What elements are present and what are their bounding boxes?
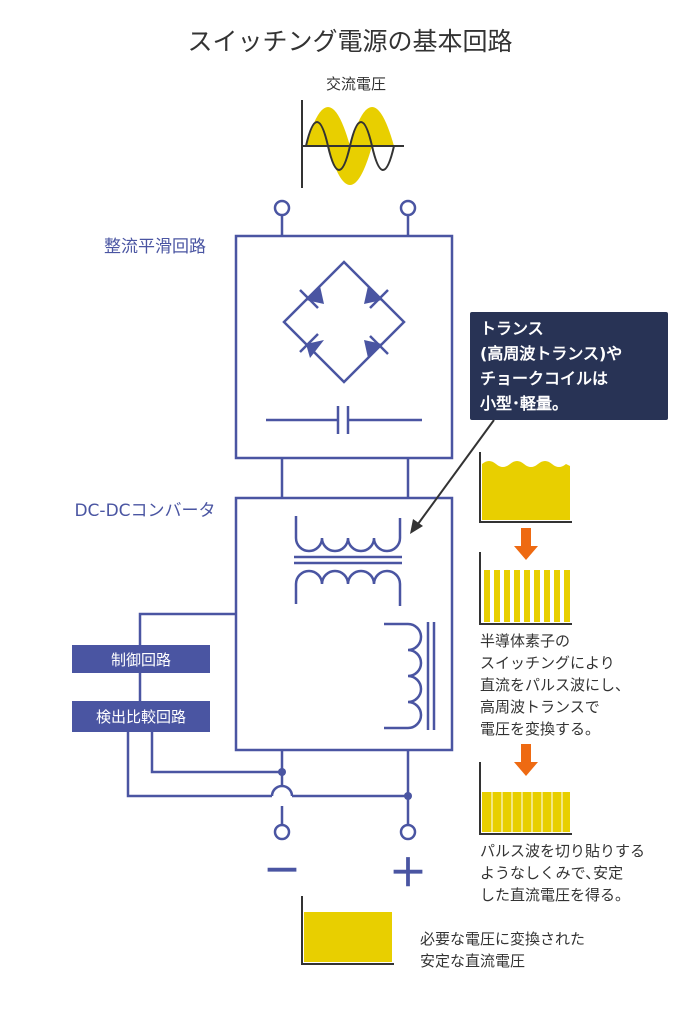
pulse-bar <box>494 570 500 622</box>
smoothing-capacitor <box>266 406 422 434</box>
note3-line-2: 安定な直流電圧 <box>420 952 525 970</box>
junction-minus <box>278 768 286 776</box>
junction-plus <box>404 792 412 800</box>
output-terminal-plus <box>399 823 417 841</box>
stabilized-dc-axes <box>479 762 572 835</box>
choke-coil <box>384 622 436 730</box>
detect-compare-box <box>72 701 210 732</box>
ac-waveform <box>301 100 404 188</box>
dcdc-converter-block <box>234 496 454 752</box>
callout-pointer-line <box>417 419 495 525</box>
process-arrow-1 <box>514 528 538 560</box>
dcdc-converter-label: DC-DCコンバータ <box>74 501 215 521</box>
detect-wire-inner <box>150 732 282 774</box>
callout-line-3: チョークコイルは <box>480 369 608 388</box>
rectifier-label: 整流平滑回路 <box>104 237 206 257</box>
diode-upper-left <box>306 286 324 304</box>
minus-symbol: － <box>263 849 301 893</box>
high-frequency-transformer <box>294 516 402 606</box>
output-dc-fill <box>304 912 392 962</box>
stabilized-dc-fill <box>482 792 570 832</box>
stabilized-dc-pulse-lines <box>491 792 563 832</box>
waveform-stabilized-dc <box>479 762 572 835</box>
detect-wire-outer <box>126 732 272 798</box>
callout-line-1: トランス <box>480 319 544 338</box>
note1-line-1: 半導体素子の <box>480 632 570 650</box>
note2-line-2: ようなしくみで､安定 <box>480 864 623 882</box>
rippled-dc-fill <box>482 461 570 520</box>
bridge-diamond <box>282 260 406 384</box>
diagram-title: スイッチング電源の基本回路 <box>187 27 512 56</box>
pulse-axes <box>479 552 572 625</box>
pulse-bar <box>564 570 570 622</box>
diode-lower-left <box>306 340 324 358</box>
ac-wave-positive-2 <box>350 107 394 146</box>
input-terminal-right <box>399 199 417 217</box>
input-terminal-left <box>273 199 291 217</box>
waveform-rippled-dc <box>479 452 572 523</box>
callout-box <box>470 312 668 420</box>
note2-line-1: パルス波を切り貼りする <box>480 842 645 860</box>
pulse-bar <box>514 570 520 622</box>
pulse-bar <box>544 570 550 622</box>
ac-voltage-label: 交流電圧 <box>326 75 386 93</box>
pulse-bars <box>484 570 570 622</box>
pulse-bar <box>524 570 530 622</box>
rippled-dc-axes <box>479 452 572 523</box>
diode-lower-right <box>364 340 382 358</box>
callout-line-2: (高周波トランス)や <box>480 344 622 363</box>
pulse-bar <box>504 570 510 622</box>
note1-line-4: 高周波トランスで <box>480 698 600 716</box>
detect-compare-label: 検出比較回路 <box>96 708 186 726</box>
wire-crossover <box>270 784 294 797</box>
transformer-secondary-coil <box>294 569 402 606</box>
waveform-pulse <box>479 552 572 625</box>
note1-line-2: スイッチングにより <box>480 654 615 672</box>
diode-bridge <box>282 260 406 384</box>
control-circuit-box <box>72 645 210 673</box>
callout-pointer-head <box>410 519 423 534</box>
pulse-bar <box>484 570 490 622</box>
note3-line-1: 必要な電圧に変換された <box>420 930 585 948</box>
callout-line-4: 小型･軽量。 <box>480 394 568 413</box>
note1-line-3: 直流をパルス波にし、 <box>480 676 630 694</box>
control-circuit-label: 制御回路 <box>111 651 171 669</box>
control-wire-top <box>138 612 236 645</box>
rectifier-block <box>234 234 454 460</box>
ac-wave-negative-1 <box>328 146 372 185</box>
output-terminal-minus <box>273 823 291 841</box>
plus-symbol: ＋ <box>389 851 427 895</box>
choke-coil-winding <box>384 622 423 730</box>
callout: トランス (高周波トランス)や チョークコイルは 小型･軽量。 <box>410 312 668 534</box>
note2-line-3: した直流電圧を得る。 <box>480 886 630 904</box>
transformer-primary-coil <box>294 516 402 553</box>
pulse-bar <box>554 570 560 622</box>
diode-upper-right <box>364 286 382 304</box>
output-dc-axes <box>301 896 394 965</box>
ac-wave-positive-1 <box>306 107 350 146</box>
note1-line-5: 電圧を変換する。 <box>480 720 600 738</box>
output-dc-level <box>301 896 394 965</box>
process-arrow-2 <box>514 744 538 776</box>
pulse-bar <box>534 570 540 622</box>
